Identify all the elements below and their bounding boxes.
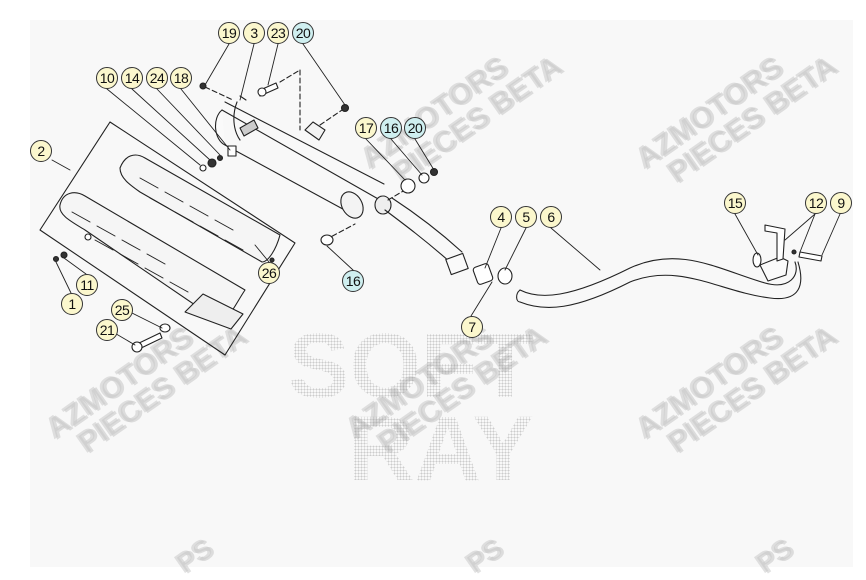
callout-18[interactable]: 18 [170, 67, 192, 89]
callout-16-bottom[interactable]: 16 [342, 270, 364, 292]
callout-6[interactable]: 6 [540, 206, 562, 228]
bushing-16 [418, 172, 430, 184]
fasteners-10-14-24-18 [199, 145, 237, 172]
callout-17[interactable]: 17 [355, 117, 377, 139]
callout-16-top[interactable]: 16 [380, 117, 402, 139]
callout-4[interactable]: 4 [490, 206, 512, 228]
callout-23[interactable]: 23 [267, 22, 289, 44]
grommet-16 [320, 234, 334, 246]
callout-7[interactable]: 7 [461, 316, 483, 338]
exhaust-pipe [384, 197, 823, 309]
hardware [52, 82, 439, 263]
callout-11[interactable]: 11 [76, 274, 98, 296]
callout-20-mid[interactable]: 20 [404, 117, 426, 139]
callout-1[interactable]: 1 [61, 293, 83, 315]
callout-19[interactable]: 19 [218, 22, 240, 44]
callout-5[interactable]: 5 [515, 206, 537, 228]
callout-24[interactable]: 24 [146, 67, 168, 89]
callout-14[interactable]: 14 [121, 67, 143, 89]
heat-shield-group [39, 121, 296, 356]
callout-20-top[interactable]: 20 [292, 22, 314, 44]
callout-9[interactable]: 9 [830, 192, 852, 214]
callout-10[interactable]: 10 [96, 67, 118, 89]
diagram-panel [30, 20, 853, 567]
heat-shield-slots [71, 177, 244, 293]
callout-15[interactable]: 15 [724, 192, 746, 214]
exhaust-drawing [39, 43, 841, 356]
callout-21[interactable]: 21 [96, 319, 118, 341]
callout-25[interactable]: 25 [111, 299, 133, 321]
callout-12[interactable]: 12 [805, 192, 827, 214]
callout-3[interactable]: 3 [243, 22, 265, 44]
bolt-23-head [257, 87, 267, 97]
callout-2[interactable]: 2 [30, 140, 52, 162]
silencer-body [215, 95, 392, 219]
grommet-17 [400, 178, 416, 194]
leader-lines [51, 43, 841, 346]
callout-26[interactable]: 26 [258, 262, 280, 284]
